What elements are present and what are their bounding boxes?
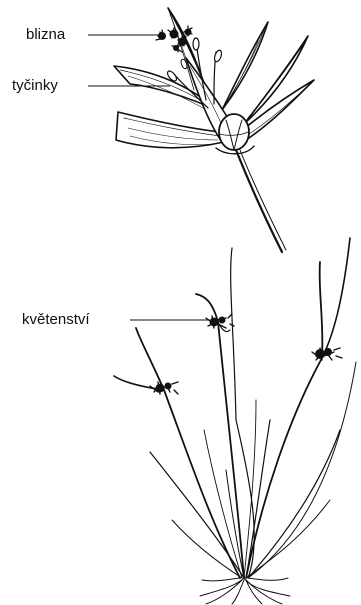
plant-drawing <box>114 238 356 604</box>
stamens-label: tyčinky <box>12 78 58 93</box>
stigma-label: blizna <box>26 27 65 42</box>
inflorescence-label: květenství <box>22 312 90 327</box>
flower-drawing <box>114 8 314 252</box>
